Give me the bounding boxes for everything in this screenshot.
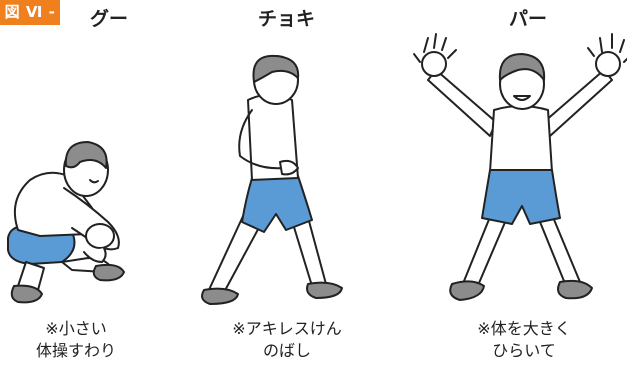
pa-left-palm <box>421 51 447 77</box>
gu-hand <box>83 247 107 263</box>
pa-left-hand <box>413 33 457 63</box>
pa-shoe-right <box>557 279 593 300</box>
caption-pa: ※体を大きく ひらいて <box>454 318 594 362</box>
caption-choki-line2: のばし <box>262 341 311 360</box>
title-gu: グー <box>90 8 129 30</box>
choki-arm <box>238 109 285 170</box>
caption-gu: ※小さい 体操すわり <box>14 318 138 362</box>
figure-pa-star <box>413 33 627 301</box>
gu-shoe-front <box>92 263 125 282</box>
figure-label-badge: 図 Ⅵ - 1 <box>0 0 60 46</box>
caption-gu-line1: ※小さい <box>45 319 107 338</box>
choki-shoe-front <box>306 281 343 299</box>
pa-shorts <box>481 169 561 225</box>
pa-torso <box>489 105 553 173</box>
pa-right-palm <box>595 51 621 77</box>
choki-hand <box>279 159 299 176</box>
gu-knee <box>85 223 115 249</box>
choki-shorts <box>241 175 313 233</box>
pa-right-arm <box>543 69 613 137</box>
caption-pa-line2: ひらいて <box>492 341 556 360</box>
caption-pa-line1: ※体を大きく <box>477 319 571 338</box>
caption-choki: ※アキレスけん のばし <box>212 318 362 362</box>
gu-hair <box>64 141 108 169</box>
pa-mouth <box>513 95 531 101</box>
gu-shoe-back <box>10 284 43 304</box>
caption-gu-line2: 体操すわり <box>35 341 116 360</box>
pa-left-leg <box>461 211 507 291</box>
figure-gu-crouching <box>7 141 125 304</box>
title-pa: パー <box>509 8 548 30</box>
choki-hair <box>252 54 300 83</box>
figure-choki-stretch <box>201 54 343 305</box>
caption-choki-line1: ※アキレスけん <box>232 319 342 338</box>
pa-left-arm <box>427 69 497 137</box>
pa-shoe-left <box>449 280 485 301</box>
pa-right-hand <box>587 33 627 63</box>
choki-shoe-back <box>201 287 239 305</box>
pa-hair <box>498 53 546 81</box>
title-choki: チョキ <box>258 8 316 30</box>
